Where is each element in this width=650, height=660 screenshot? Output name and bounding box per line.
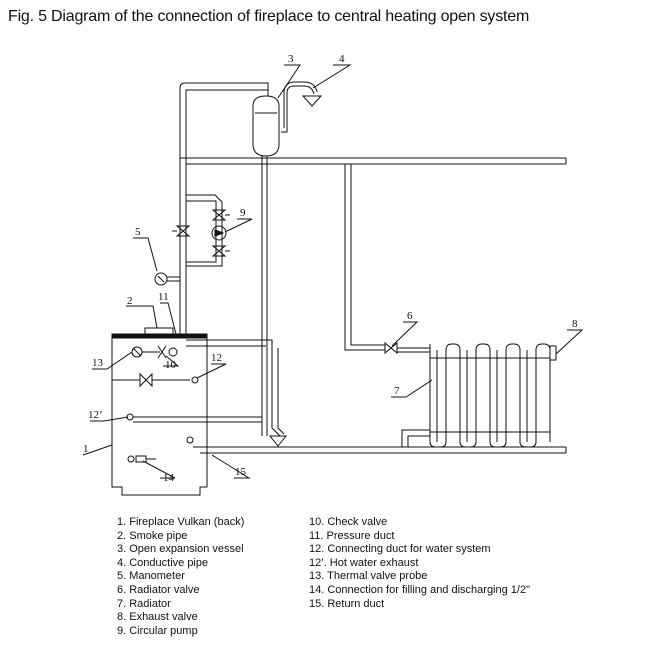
hot-water-exhaust	[126, 413, 262, 423]
fireplace-body	[111, 327, 208, 496]
callout-14: 14	[163, 472, 175, 484]
legend-item: 14. Connection for filling and dischargi…	[309, 583, 530, 596]
circular-pump-icon	[211, 225, 227, 241]
callout-13: 13	[92, 357, 104, 369]
pressure-duct-valve-icon	[172, 225, 191, 237]
legend-item: 11. Pressure duct	[309, 529, 395, 542]
manometer-gauge-icon	[154, 272, 168, 286]
supply-riser	[344, 164, 385, 351]
callout-12-prime: 12’	[88, 409, 103, 421]
heating-connection-diagram: 1 2 3 4 5 6 7 8 9 10 11 12 12’ 13 14 15	[82, 53, 584, 496]
vessel-downcomer	[261, 156, 288, 447]
pump-valve-lower-icon	[211, 245, 230, 257]
legend-item: 12’. Hot water exhaust	[309, 556, 419, 569]
callout-9: 9	[240, 207, 246, 219]
legend-right-column: 10. Check valve 11. Pressure duct 12. Co…	[309, 516, 530, 611]
supply-line	[180, 157, 567, 165]
legend-item: 15. Return duct	[309, 597, 385, 610]
pressure-duct	[179, 82, 269, 338]
legend-item: 1. Fireplace Vulkan (back)	[117, 516, 245, 528]
legend-item: 8. Exhaust valve	[117, 611, 198, 624]
callout-7: 7	[394, 385, 400, 397]
callout-3: 3	[288, 53, 294, 65]
pump-valve-upper-icon	[211, 209, 230, 221]
callout-6: 6	[407, 310, 413, 322]
callout-2: 2	[127, 295, 133, 307]
manometer-branch	[167, 276, 180, 282]
conductive-pipe	[281, 81, 323, 133]
callout-1: 1	[83, 443, 89, 455]
radiator-valve-icon	[384, 341, 430, 355]
return-inlet	[186, 436, 200, 448]
callout-8: 8	[572, 318, 578, 330]
callout-15: 15	[235, 466, 247, 478]
legend-item: 6. Radiator valve	[117, 583, 200, 596]
legend-item: 2. Smoke pipe	[117, 529, 188, 542]
connecting-duct	[186, 339, 273, 348]
figure-title: Fig. 5 Diagram of the connection of fire…	[8, 8, 530, 25]
radiator-return-tie	[401, 429, 430, 447]
callout-leaders	[82, 64, 584, 479]
legend-item: 3. Open expansion vessel	[117, 543, 244, 556]
legend-item: 12. Connecting duct for water system	[309, 543, 491, 556]
expansion-vessel	[252, 95, 280, 157]
callout-12: 12	[211, 352, 222, 364]
legend-item: 10. Check valve	[309, 516, 388, 528]
thermal-valve-probe-icon	[131, 346, 160, 358]
legend-item: 13. Thermal valve probe	[309, 570, 428, 583]
check-valve-icon	[157, 345, 178, 359]
legend-left-column: 1. Fireplace Vulkan (back) 2. Smoke pipe…	[117, 516, 244, 638]
callout-4: 4	[339, 53, 345, 65]
return-line	[200, 446, 567, 454]
fill-drain-connection-icon	[127, 455, 156, 463]
callout-labels: 1 2 3 4 5 6 7 8 9 10 11 12 12’ 13 14 15	[83, 53, 578, 484]
radiator	[429, 343, 557, 448]
callout-11: 11	[158, 291, 169, 303]
legend-item: 7. Radiator	[117, 597, 171, 610]
callout-10: 10	[165, 359, 177, 371]
legend-item: 9. Circular pump	[117, 624, 198, 637]
callout-5: 5	[135, 226, 141, 238]
legend-item: 4. Conductive pipe	[117, 556, 209, 569]
legend-item: 5. Manometer	[117, 570, 185, 583]
inner-connecting-valve-icon	[112, 372, 199, 388]
